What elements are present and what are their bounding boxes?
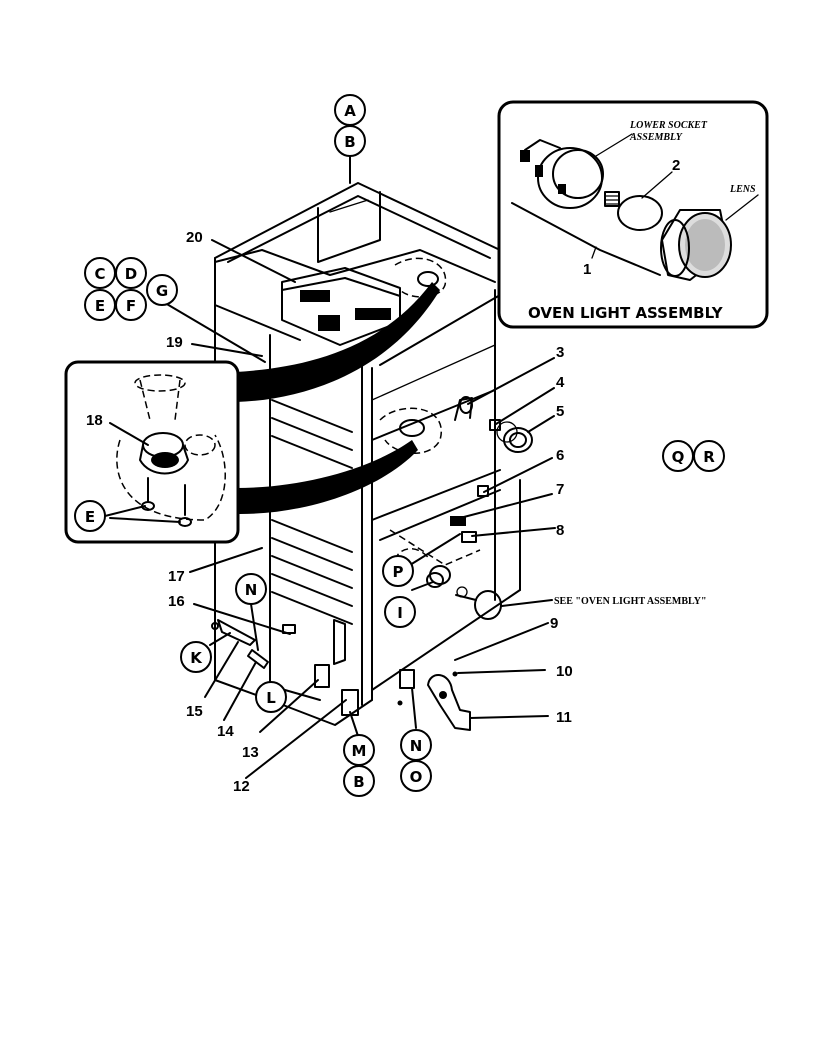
- callout-K: K: [180, 641, 212, 673]
- callout-17: 17: [168, 568, 185, 585]
- svg-text:K: K: [190, 649, 203, 667]
- callout-20: 20: [186, 229, 203, 246]
- callout-O: O: [400, 760, 432, 792]
- callout-14: 14: [217, 723, 234, 740]
- lower-socket-caption-2: ASSEMBLY: [629, 132, 683, 143]
- callout-G: G: [146, 274, 178, 306]
- svg-text:B: B: [353, 773, 364, 791]
- svg-text:E: E: [85, 508, 95, 526]
- callout-E-top: E: [84, 289, 116, 321]
- callout-C: C: [84, 257, 116, 289]
- callout-9: 9: [550, 615, 558, 632]
- svg-text:R: R: [703, 448, 715, 466]
- oven-light-assembly-inset: LOWER SOCKET ASSEMBLY 2 LENS 1 OVEN LIGH…: [497, 100, 769, 329]
- callout-10: 10: [556, 663, 573, 680]
- callout-R: R: [693, 440, 725, 472]
- callout-8: 8: [556, 522, 564, 539]
- svg-text:I: I: [397, 604, 403, 622]
- number-callouts: 20 19 18 17 16 15 14 13 12 3 4 5 6 7 8 S…: [86, 229, 707, 795]
- svg-text:L: L: [266, 689, 276, 707]
- callout-15: 15: [186, 703, 203, 720]
- callout-18: 18: [86, 412, 103, 429]
- svg-text:N: N: [410, 737, 423, 755]
- svg-text:C: C: [94, 265, 105, 283]
- callout-E-inset: E: [74, 500, 106, 532]
- callout-N-bottom: N: [400, 729, 432, 761]
- callout-P: P: [382, 555, 414, 587]
- svg-text:Q: Q: [672, 448, 685, 466]
- callout-13: 13: [242, 744, 259, 761]
- callout-L: L: [255, 681, 287, 713]
- svg-text:B: B: [344, 133, 355, 151]
- lens: [660, 209, 732, 281]
- svg-text:O: O: [410, 768, 423, 786]
- vent-slats: [271, 399, 353, 625]
- svg-text:M: M: [352, 742, 367, 760]
- wire-harness: [236, 282, 440, 515]
- svg-text:G: G: [156, 282, 168, 300]
- lower-socket-caption-1: LOWER SOCKET: [629, 120, 708, 131]
- see-oven-light-note: SEE "OVEN LIGHT ASSEMBLY": [554, 596, 707, 607]
- svg-text:E: E: [95, 297, 105, 315]
- svg-text:D: D: [125, 265, 137, 283]
- callout-A: A: [334, 94, 366, 126]
- callout-19: 19: [166, 334, 183, 351]
- callout-Q: Q: [662, 440, 694, 472]
- callout-2: 2: [672, 157, 680, 174]
- callout-M: M: [343, 734, 375, 766]
- callout-B-top: B: [334, 125, 366, 157]
- callout-12: 12: [233, 778, 250, 795]
- svg-text:A: A: [344, 102, 356, 120]
- callout-3: 3: [556, 344, 564, 361]
- bulb: [604, 191, 663, 231]
- callout-4: 4: [556, 374, 565, 391]
- leader-lines: [104, 154, 556, 779]
- svg-text:N: N: [245, 581, 258, 599]
- side-parts: [211, 396, 533, 731]
- callout-B-bottom: B: [343, 765, 375, 797]
- callout-7: 7: [556, 481, 564, 498]
- callout-F: F: [115, 289, 147, 321]
- callout-6: 6: [556, 447, 564, 464]
- callout-1: 1: [583, 261, 591, 278]
- callout-16: 16: [168, 593, 185, 610]
- callout-11: 11: [556, 709, 572, 726]
- callout-I: I: [384, 596, 416, 628]
- left-inset-box: [64, 360, 240, 544]
- callout-5: 5: [556, 403, 564, 420]
- oven-light-assembly-title: OVEN LIGHT ASSEMBLY: [528, 304, 724, 322]
- callout-D: D: [115, 257, 147, 289]
- letter-callouts: A B C D E F G E N K L M B P I N O Q R: [74, 94, 725, 797]
- callout-N-left: N: [235, 573, 267, 605]
- svg-text:P: P: [393, 563, 404, 581]
- lens-caption: LENS: [729, 184, 756, 195]
- svg-text:F: F: [126, 297, 136, 315]
- lower-socket-assembly: [520, 139, 604, 209]
